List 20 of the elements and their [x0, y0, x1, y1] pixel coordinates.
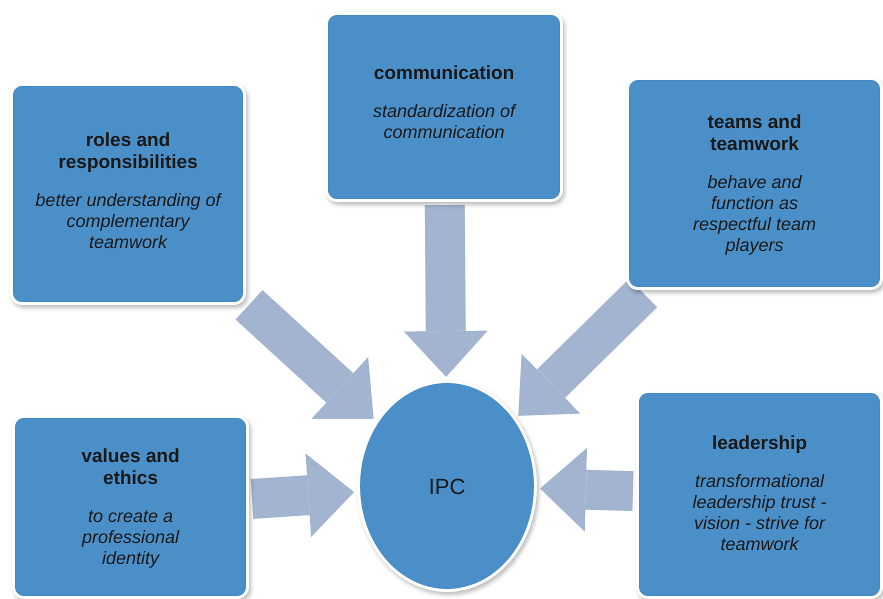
topic-heading: teams and teamwork [706, 112, 802, 156]
block-arrow [404, 204, 488, 377]
topic-heading: communication [374, 63, 514, 85]
topic-box [12, 415, 249, 599]
topic-box [636, 390, 883, 599]
topic-box [10, 83, 246, 305]
block-arrow [250, 453, 354, 538]
topic-heading: roles and responsibilities [57, 130, 199, 174]
topic-heading: leadership [712, 433, 808, 455]
topic-heading: values and ethics [80, 446, 181, 490]
topic-description: standardization of communication [372, 101, 518, 143]
block-arrow [540, 448, 634, 532]
topic-description: transformational leadership trust - vision - strive for teamwork [691, 471, 828, 555]
block-arrow [236, 290, 374, 419]
topic-description: better understanding of complementary teamwork [34, 190, 223, 253]
topic-box [626, 77, 883, 290]
topic-box [325, 12, 563, 202]
topic-description: behave and function as respectful team players [692, 172, 818, 256]
center-label: IPC [428, 472, 466, 500]
topic-description: to create a professional identity [80, 506, 180, 569]
